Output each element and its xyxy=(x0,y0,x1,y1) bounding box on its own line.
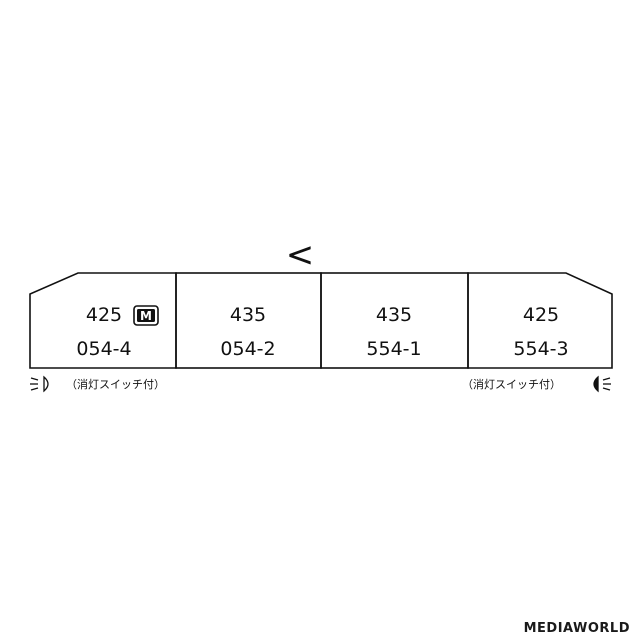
car-2-type: 435 xyxy=(230,304,266,326)
car-3-number: 554-1 xyxy=(366,338,421,360)
headlight-note-right: （消灯スイッチ付） xyxy=(462,377,561,391)
car-3-type: 435 xyxy=(376,304,412,326)
direction-arrow: < xyxy=(286,235,315,275)
car-2-number: 054-2 xyxy=(220,338,275,360)
train-body xyxy=(29,272,613,369)
watermark-logo: MEDIAWORLD xyxy=(523,621,630,636)
car-4-outline xyxy=(467,272,613,369)
car-1-type: 425 xyxy=(86,304,122,326)
headlight-icon-left xyxy=(30,375,49,393)
car-4-type: 425 xyxy=(523,304,559,326)
car-4-number: 554-3 xyxy=(513,338,568,360)
motor-car-icon: M xyxy=(133,305,159,326)
headlight-icon-right xyxy=(593,375,611,393)
headlight-note-left: （消灯スイッチ付） xyxy=(66,377,165,391)
car-1-number: 054-4 xyxy=(76,338,131,360)
motor-badge-label: M xyxy=(140,309,152,323)
